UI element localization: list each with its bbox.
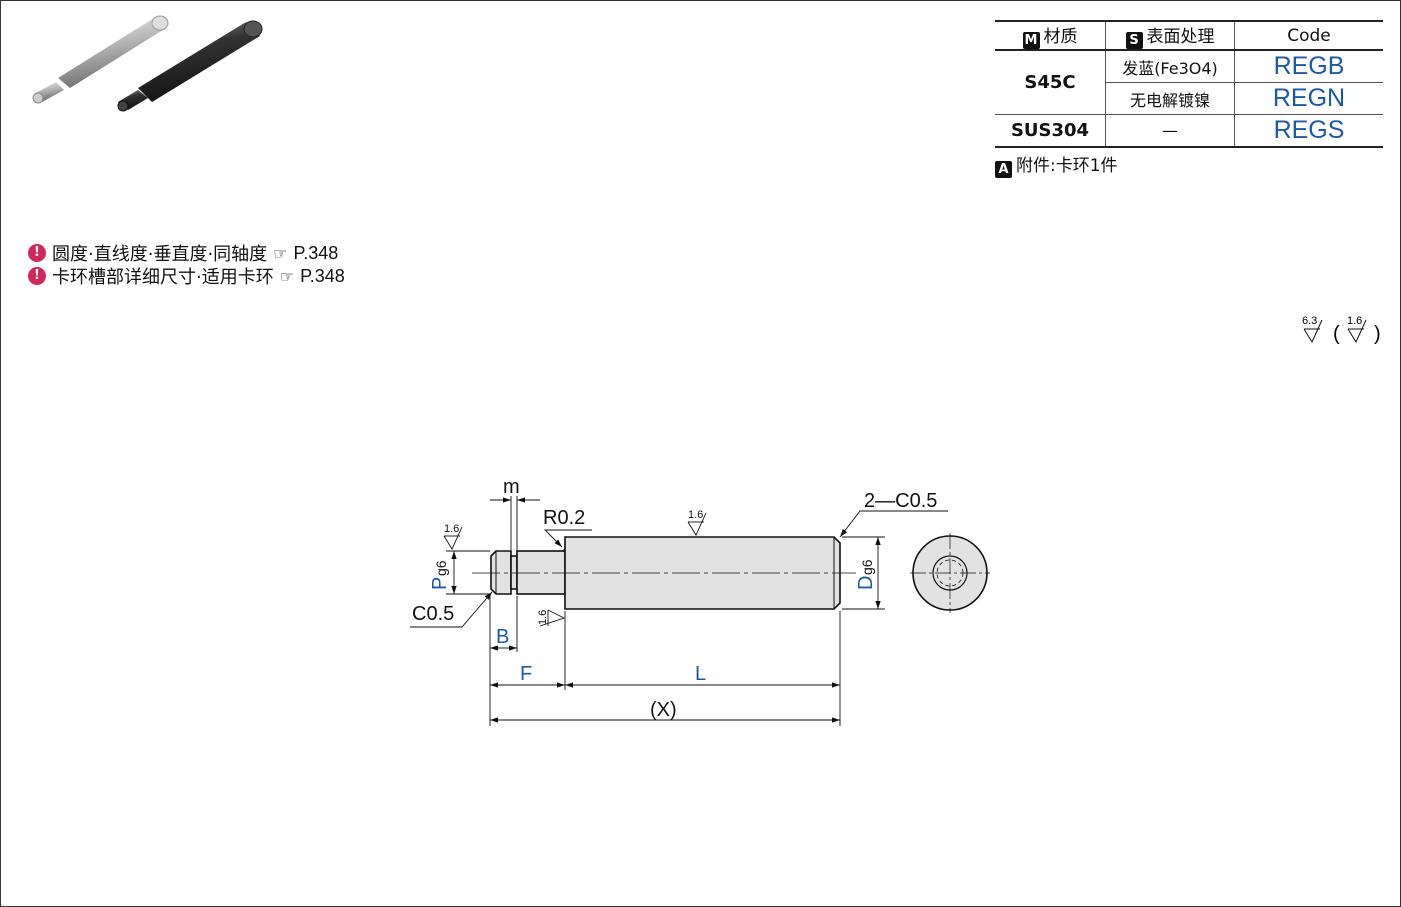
label-c05: C0.5 [412, 603, 454, 625]
hand-point-icon: ☞ [279, 266, 295, 286]
label-d-tol: g6 [859, 559, 875, 575]
surface-cell: 无电解镀镍 [1105, 82, 1235, 115]
end-view [910, 533, 990, 613]
a-badge: A [995, 161, 1012, 178]
label-p: P [429, 577, 451, 590]
label-roughness-c: 1.6 [537, 610, 549, 625]
label-roughness-b: 1.6 [688, 509, 703, 521]
label-d: D [855, 576, 877, 590]
hand-point-icon: ☞ [273, 243, 288, 263]
m-badge: M [1022, 32, 1040, 49]
code-cell: REGS [1234, 114, 1383, 148]
surface-cell: 发蓝(Fe3O4) [1105, 50, 1235, 83]
table-row: 无电解镀镍 REGN [995, 82, 1383, 115]
svg-text:1.6: 1.6 [1347, 315, 1362, 327]
black-pin [117, 20, 263, 112]
warning-icon: ! [28, 244, 46, 262]
surface-roughness-symbol: 6.3 ( 1.6 ) [1302, 315, 1381, 345]
label-2-c05: 2—C0.5 [864, 490, 937, 512]
label-x: (X) [650, 699, 677, 721]
label-l: L [695, 663, 706, 685]
shaft-outline [490, 536, 841, 610]
product-photo [32, 15, 263, 112]
note-tolerance: ! 圆度·直线度·垂直度·同轴度 ☞ P.348 [28, 240, 338, 266]
page-ref-link[interactable]: P.348 [300, 265, 345, 286]
warning-icon: ! [28, 267, 46, 285]
code-cell: REGN [1234, 82, 1383, 115]
svg-text:(: ( [1333, 323, 1340, 345]
label-m: m [503, 476, 520, 498]
surface-cell: — [1105, 114, 1235, 148]
label-p-tol: g6 [433, 560, 449, 576]
label-r02: R0.2 [543, 507, 585, 529]
svg-text:): ) [1374, 323, 1381, 345]
s-badge: S [1125, 32, 1143, 49]
dimension-labels: m R0.2 2—C0.5 C0.5 1.6 1.6 1.6 P g6 D g6… [412, 476, 937, 721]
dimension-lines [410, 496, 948, 726]
svg-text:6.3: 6.3 [1302, 315, 1317, 327]
material-cell: S45C [995, 50, 1106, 115]
silver-pin [32, 15, 169, 104]
roughness-marks [443, 512, 707, 627]
label-roughness-a: 1.6 [444, 523, 459, 535]
material-cell: SUS304 [995, 114, 1106, 148]
code-cell: REGB [1234, 50, 1383, 83]
header-code: Code [1234, 20, 1383, 51]
page-ref-link[interactable]: P.348 [293, 242, 339, 263]
label-b: B [496, 626, 509, 648]
label-f: F [520, 663, 532, 685]
note-ring-groove: ! 卡环槽部详细尺寸·适用卡环 ☞ P.348 [28, 263, 345, 289]
table-row: SUS304 — REGS [995, 114, 1383, 148]
table-row: S45C 发蓝(Fe3O4) REGB [995, 50, 1383, 115]
